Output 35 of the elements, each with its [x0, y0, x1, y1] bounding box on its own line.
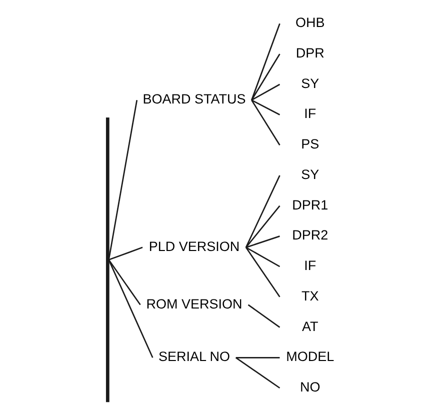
- connector: [245, 174, 280, 248]
- connector: [250, 22, 280, 100]
- node-text: DPR: [296, 44, 324, 60]
- node-text: SY: [301, 166, 320, 182]
- node-text: AT: [302, 318, 318, 334]
- node-text: NO: [300, 378, 320, 394]
- connector: [251, 53, 280, 100]
- connector: [236, 356, 280, 358]
- connector: [108, 99, 138, 260]
- node-text: MODEL: [286, 348, 334, 364]
- node-text: SY: [301, 75, 320, 90]
- connector: [246, 235, 280, 248]
- node-text: IF: [304, 258, 316, 273]
- node-bar: [106, 117, 110, 402]
- connector: [246, 246, 280, 267]
- node-text: ROM VERSION: [146, 296, 242, 311]
- connector: [108, 259, 154, 358]
- node-text: SERIAL NO: [158, 348, 230, 364]
- connector: [248, 304, 280, 328]
- node-text: BOARD STATUS: [142, 91, 246, 106]
- connector: [245, 204, 280, 248]
- connector: [245, 246, 280, 297]
- node-text: DPR1: [292, 196, 328, 212]
- node-text: PS: [301, 136, 320, 152]
- connector: [251, 83, 280, 100]
- connector: [108, 246, 143, 260]
- connector: [108, 258, 141, 305]
- node-text: PLD VERSION: [148, 238, 240, 254]
- node-text: DPR2: [292, 227, 328, 242]
- connector: [251, 99, 280, 115]
- node-text: OHB: [295, 14, 325, 30]
- connector: [251, 99, 280, 145]
- node-text: TX: [301, 288, 319, 303]
- node-text: IF: [304, 106, 316, 121]
- connector: [235, 356, 280, 388]
